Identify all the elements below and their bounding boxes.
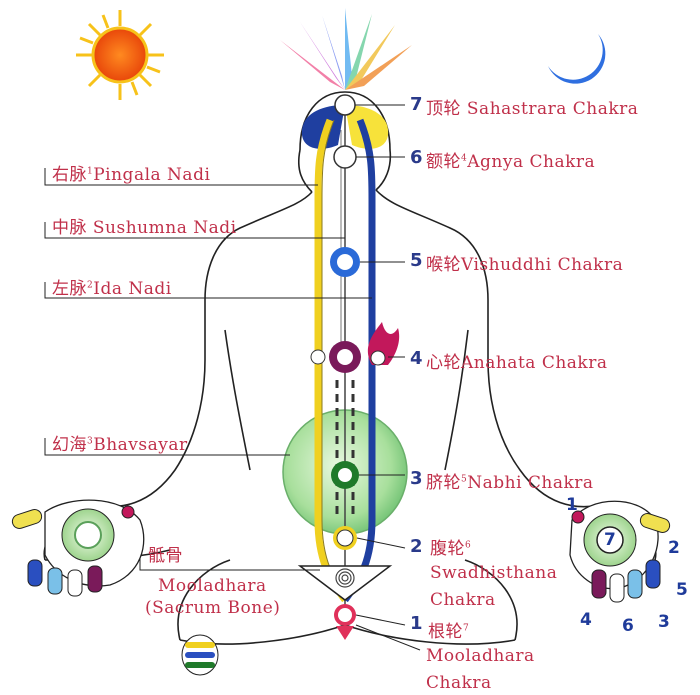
sushumna-cn: 中脉 [52, 218, 87, 238]
chakra-2-en-line2: Chakra [430, 590, 496, 610]
hand-number-7: 7 [604, 530, 616, 550]
hand-number-6: 6 [622, 616, 634, 636]
chakra-2-label: 腹轮6 [430, 534, 471, 559]
chakra-2-en-line1: Swadhisthana [430, 563, 557, 583]
chakra-7-cn: 顶轮 [426, 99, 461, 119]
pingala-cn: 右脉 [52, 165, 87, 185]
chakra-7-label: 顶轮 Sahastrara Chakra [426, 94, 638, 119]
chakra-6-node [334, 146, 356, 168]
bhavsayar-label: 幻海3Bhavsayar [52, 430, 188, 455]
pingala-label: 右脉1Pingala Nadi [52, 160, 210, 185]
chakra-5-number: 5 [410, 250, 423, 271]
chakra-2-node [333, 526, 357, 550]
ida-label: 左脉2Ida Nadi [52, 274, 172, 299]
chakra-4-number: 4 [410, 348, 423, 369]
chakra-4-label: 心轮Anahata Chakra [426, 348, 607, 373]
chakra-5-label: 喉轮Vishuddhi Chakra [426, 250, 623, 275]
bhavsayar-cn: 幻海 [52, 435, 87, 455]
chakra-6-cn: 额轮 [426, 152, 461, 172]
chakra-7-number: 7 [410, 94, 423, 115]
chakra-5-cn: 喉轮 [426, 255, 461, 275]
mooladhara-triangle [336, 626, 354, 640]
pingala-en: Pingala Nadi [93, 165, 210, 185]
chakra-1-node [334, 604, 356, 626]
ida-cn: 左脉 [52, 279, 87, 299]
chakra-2-cn: 腹轮 [430, 539, 465, 559]
chakra-3-number: 3 [410, 468, 423, 489]
chakra-1-en-line2: Chakra [426, 673, 492, 693]
hand-number-3: 3 [658, 612, 670, 632]
chakra-6-label: 额轮4Agnya Chakra [426, 147, 595, 172]
chakra-7-node [335, 95, 355, 115]
hand-number-5: 5 [676, 580, 688, 600]
ida-en: Ida Nadi [93, 279, 171, 299]
crown-flame-icon [280, 8, 412, 90]
hand-number-4: 4 [580, 610, 592, 630]
chakra-4-left-node [311, 350, 325, 364]
sushumna-label: 中脉 Sushumna Nadi [52, 213, 237, 238]
chakra-6-en: Agnya Chakra [467, 152, 595, 172]
chakra-1-number: 1 [410, 613, 423, 634]
bhavsayar-en: Bhavsayar [93, 435, 187, 455]
chakra-5-node [330, 247, 360, 277]
chakra-3-cn: 脐轮 [426, 473, 461, 493]
bracelet-icon [182, 635, 218, 675]
sun-icon [76, 10, 164, 100]
hand-number-2: 2 [668, 538, 680, 558]
chakra-6-number: 6 [410, 147, 423, 168]
chakra-4-node [329, 341, 361, 373]
chakra-3-label: 脐轮5Nabhi Chakra [426, 468, 594, 493]
kundalini-triangle [300, 566, 390, 600]
chakra-2-sup: 6 [465, 540, 471, 550]
hand-number-1: 1 [566, 495, 578, 515]
chakra-3-en: Nabhi Chakra [467, 473, 593, 493]
sushumna-en: Sushumna Nadi [93, 218, 237, 238]
left-hand [11, 500, 144, 596]
chakra-4-cn: 心轮 [426, 353, 461, 373]
chakra-1-sup: 7 [463, 623, 469, 633]
chakra-1-cn: 根轮 [428, 622, 463, 642]
chakra-1-en-line1: Mooladhara [426, 646, 535, 666]
chakra-5-en: Vishuddhi Chakra [461, 255, 623, 275]
right-hand [570, 501, 671, 602]
chakra-1-label: 根轮7 [428, 617, 469, 642]
chakra-2-number: 2 [410, 536, 423, 557]
chakra-7-en: Sahastrara Chakra [467, 99, 639, 119]
chakra-4-en: Anahata Chakra [461, 353, 607, 373]
moon-icon [548, 34, 605, 84]
sacrum-en-line2: (Sacrum Bone) [145, 598, 280, 618]
sacrum-en-line1: Mooladhara [158, 576, 267, 596]
sacrum-cn: 骶骨 [148, 541, 183, 566]
chakra-3-node [331, 461, 359, 489]
